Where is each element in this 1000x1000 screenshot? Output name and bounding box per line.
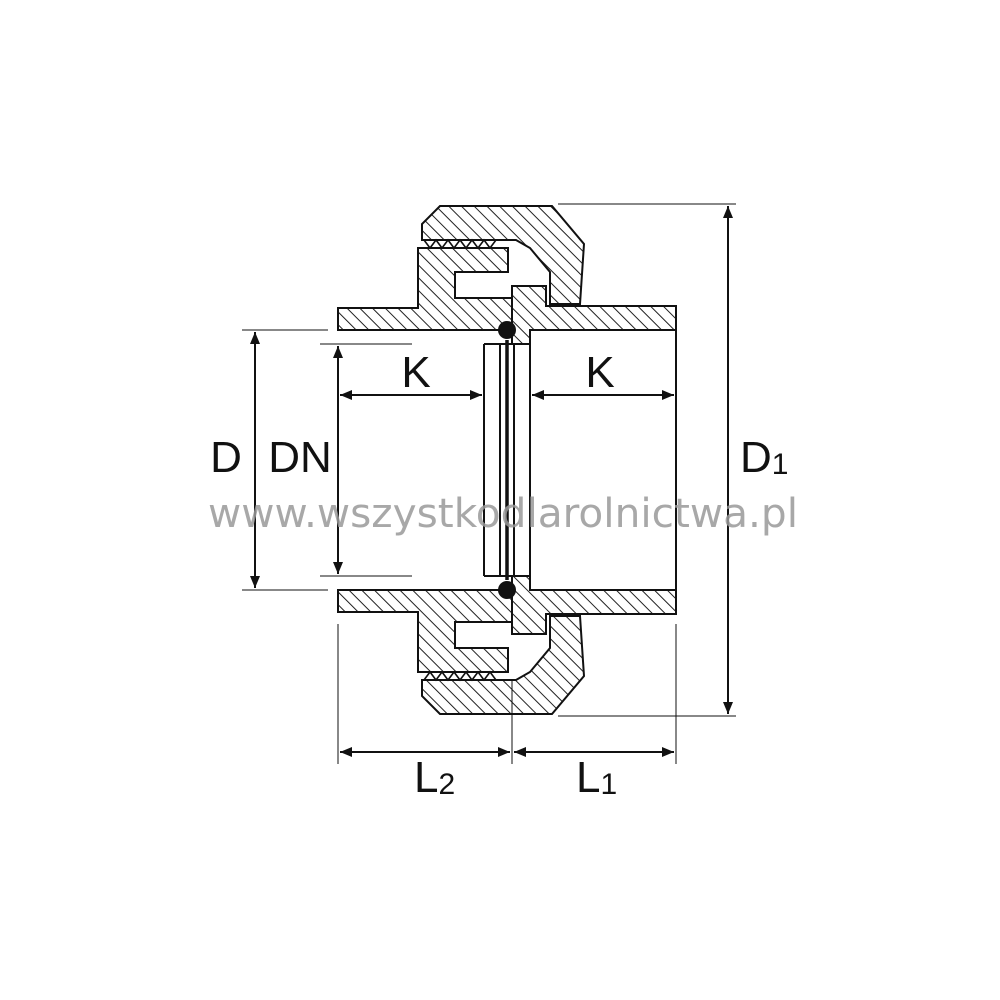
left-body-lower [337,589,513,673]
right-body-section [511,285,677,635]
o-ring-upper [498,321,516,339]
union-nut-lower [421,615,586,715]
o-ring-lower [498,581,516,599]
k-right-label: K [585,348,614,397]
l1-label: L1 [576,753,617,802]
thread-lower [423,670,497,682]
thread-upper [423,238,497,250]
right-body-lower [511,575,677,635]
right-body-upper [511,285,677,345]
left-body-section [337,247,513,673]
union-nut-section [421,205,586,715]
l1-label-main: L [576,753,600,802]
l2-label: L2 [414,753,455,802]
l1-label-sub: 1 [600,768,617,801]
l2-label-sub: 2 [438,768,455,801]
extension-lines [242,203,736,764]
d1-label-sub: 1 [772,448,789,481]
l2-label-main: L [414,753,438,802]
union-nut-upper [421,205,586,305]
d1-label-main: D [740,433,772,482]
dimension-arrows [250,206,733,757]
left-body-upper [337,247,513,331]
watermark-text: www.wszystkodlarolnictwa.pl [208,491,798,537]
bore-lines [483,330,677,590]
k-left-label: K [401,348,430,397]
d1-label: D1 [740,433,788,482]
d-label: D [210,433,242,482]
dn-label: DN [268,433,332,482]
